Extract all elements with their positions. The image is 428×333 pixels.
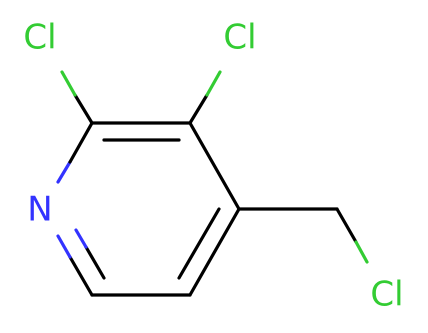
bond-c3-c4 — [188, 121, 241, 211]
bond-n-c2-blue — [56, 160, 72, 184]
bond-c6-n-blue — [56, 234, 72, 259]
bond-c2-cl-black — [73, 93, 94, 125]
bond-c6-n-black — [68, 255, 94, 297]
bond-c6-n-inner-black — [84, 245, 106, 280]
bond-c3-cl-green — [205, 70, 222, 97]
bond-ch2-cl-green — [354, 240, 369, 264]
atom-n-label: N — [27, 190, 52, 230]
atom-cl-3-label: Cl — [223, 18, 256, 58]
bond-c6-n-inner-blue — [74, 228, 88, 249]
bond-n-c2-black — [68, 121, 94, 164]
bond-c4-c5-inner — [177, 207, 221, 280]
bond-c4-c5 — [188, 207, 241, 297]
atom-cl-methyl-label: Cl — [370, 275, 403, 315]
bond-c3-cl-black — [188, 93, 209, 125]
bond-c2-cl-green — [60, 70, 77, 97]
atom-cl-2-label: Cl — [23, 18, 56, 58]
bond-ch2-cl-black — [335, 207, 358, 244]
